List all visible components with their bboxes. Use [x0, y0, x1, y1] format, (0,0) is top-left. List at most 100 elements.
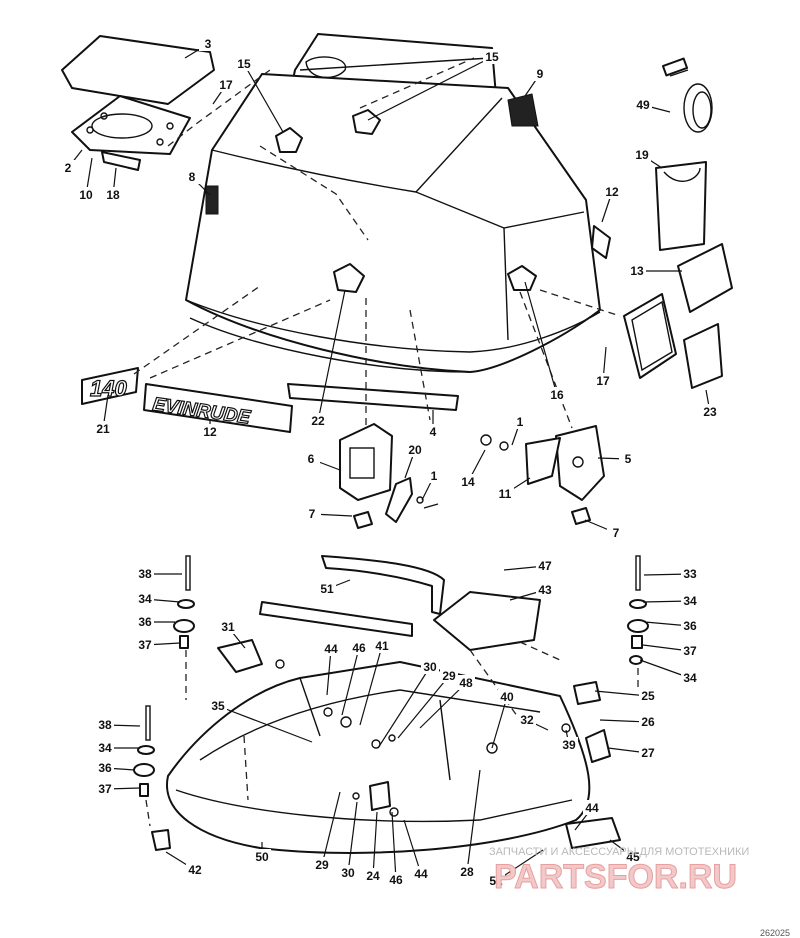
drawing-code: 262025 — [760, 928, 790, 938]
callout-c-28: 28 — [458, 769, 481, 879]
callout-number: 44 — [585, 801, 599, 815]
callout-number: 46 — [352, 641, 366, 655]
callout-number: 46 — [389, 873, 403, 887]
callout-c-12b: 12 — [201, 420, 219, 439]
callout-backing — [496, 486, 514, 501]
callout-backing — [619, 451, 637, 466]
callout-c-41: 41 — [359, 638, 391, 726]
callout-backing — [603, 184, 621, 199]
callout-c-30a: 30 — [377, 659, 439, 749]
callout-c-51: 51 — [318, 579, 351, 596]
callout-backing — [96, 740, 114, 755]
callout-c-26: 26 — [599, 714, 657, 729]
callout-number: 17 — [219, 78, 233, 92]
callout-backing — [681, 593, 699, 608]
cover-top-lid — [61, 35, 215, 105]
callout-c-36b: 36 — [644, 618, 699, 633]
callout-backing — [350, 640, 368, 655]
callout-c-9: 9 — [524, 66, 549, 97]
callout-backing — [607, 525, 625, 540]
callout-backing — [406, 442, 424, 457]
callout-number: 34 — [138, 592, 152, 606]
callout-backing — [373, 638, 391, 653]
callout-number: 1 — [517, 415, 524, 429]
callout-c-46a: 46 — [341, 640, 368, 716]
callout-c-23: 23 — [701, 389, 719, 419]
callout-number: 21 — [96, 422, 110, 436]
callout-backing — [458, 864, 476, 879]
callout-backing — [560, 737, 578, 752]
callout-backing — [487, 873, 505, 888]
callout-backing — [424, 424, 442, 439]
callout-number: 28 — [460, 865, 474, 879]
cover-decals: 140 EVINRUDE — [81, 367, 459, 433]
leader-line — [403, 819, 422, 875]
side-panels — [623, 243, 733, 389]
callout-number: 34 — [683, 671, 697, 685]
callout-number: 37 — [138, 638, 152, 652]
callout-backing — [199, 36, 217, 51]
callout-number: 2 — [65, 161, 72, 175]
callout-number: 23 — [703, 405, 717, 419]
lower-cover-hardware — [133, 555, 649, 851]
callout-number: 13 — [630, 264, 644, 278]
callout-c-36c: 36 — [96, 760, 136, 775]
callout-backing — [681, 643, 699, 658]
callout-number: 36 — [138, 615, 152, 629]
callout-backing — [681, 566, 699, 581]
leader-line — [217, 705, 313, 743]
callout-c-46b: 46 — [387, 811, 405, 887]
callout-c-16: 16 — [524, 281, 566, 402]
callout-backing — [104, 187, 122, 202]
callout-number: 47 — [538, 559, 552, 573]
callout-c-12a: 12 — [601, 184, 621, 223]
callout-backing — [201, 424, 219, 439]
watermark-caption: ЗАПЧАСТИ И АКСЕССУАРЫ ДЛЯ МОТОТЕХНИКИ — [489, 846, 749, 858]
callout-backing — [59, 160, 77, 175]
callout-number: 18 — [106, 188, 120, 202]
callout-c-45: 45 — [609, 839, 642, 864]
leader-line — [243, 63, 284, 133]
callout-backing — [136, 637, 154, 652]
callout-backing — [425, 468, 443, 483]
callout-backing — [483, 49, 501, 64]
callout-c-7a: 7 — [303, 506, 353, 521]
callout-c-50: 50 — [253, 842, 271, 864]
callout-c-24: 24 — [364, 811, 382, 883]
callout-number: 51 — [320, 582, 334, 596]
callout-c-36a: 36 — [136, 614, 175, 629]
callout-c-21: 21 — [94, 394, 112, 436]
callout-backing — [186, 862, 204, 877]
callout-c-47: 47 — [503, 558, 554, 573]
callout-backing — [303, 506, 321, 521]
callout-c-31: 31 — [219, 619, 246, 649]
callout-backing — [96, 717, 114, 732]
callout-c-44c: 44 — [403, 819, 430, 881]
callout-backing — [639, 745, 657, 760]
callout-number: 12 — [605, 185, 619, 199]
callout-c-44a: 44 — [322, 641, 340, 696]
callout-number: 38 — [138, 567, 152, 581]
callout-c-35: 35 — [209, 698, 313, 743]
callout-c-43: 43 — [509, 582, 554, 601]
callout-number: 3 — [205, 37, 212, 51]
leader-line — [391, 811, 397, 881]
callout-number: 42 — [188, 863, 202, 877]
callout-number: 9 — [537, 67, 544, 81]
callout-backing — [459, 474, 477, 489]
callout-c-29a: 29 — [397, 668, 458, 739]
callout-backing — [96, 760, 114, 775]
callout-backing — [183, 169, 201, 184]
callout-number: 44 — [324, 642, 338, 656]
decal-model-number: 140 — [90, 376, 127, 401]
upper-motor-cover — [185, 33, 611, 373]
callout-backing — [518, 712, 536, 727]
callout-c-39: 39 — [560, 729, 578, 752]
callout-number: 31 — [221, 620, 235, 634]
callout-number: 15 — [485, 50, 499, 64]
callout-c-38a: 38 — [136, 566, 182, 581]
callout-c-49: 49 — [634, 97, 671, 113]
watermark-logo: PARTSFOR.RU — [494, 858, 737, 896]
watermark: ЗАПЧАСТИ И АКСЕССУАРЫ ДЛЯ МОТОТЕХНИКИ PA… — [489, 846, 749, 897]
callout-c-27: 27 — [607, 745, 657, 760]
